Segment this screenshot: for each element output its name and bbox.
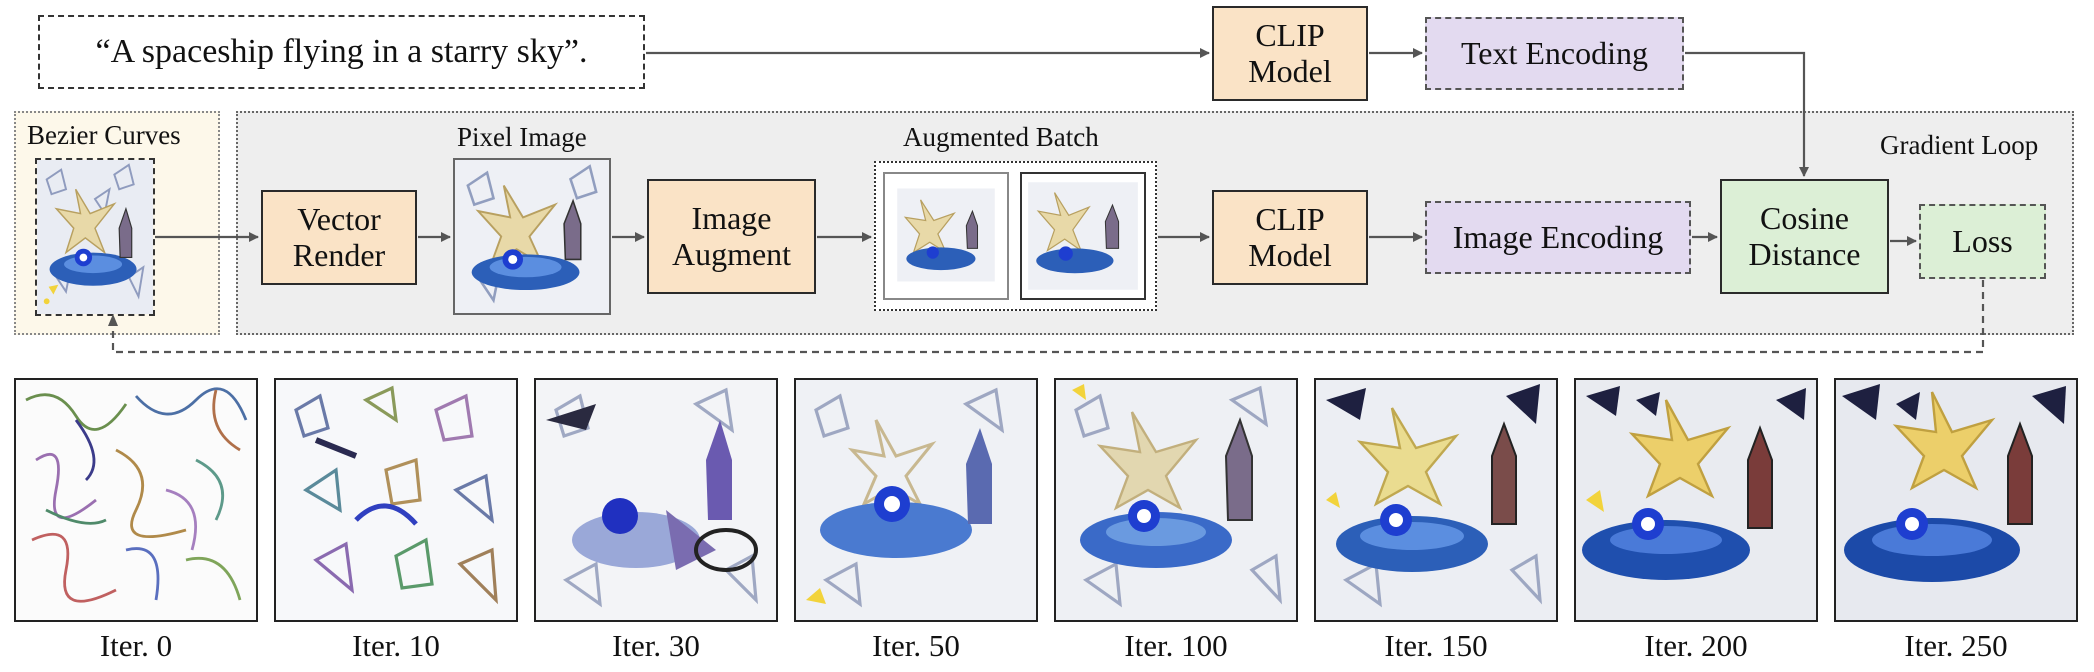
text-encoding-node: Text Encoding (1425, 17, 1684, 90)
iteration-image-100 (1054, 378, 1298, 622)
bezier-curves-label: Bezier Curves (27, 120, 181, 150)
pixel-image-label: Pixel Image (457, 122, 587, 152)
gradient-loop-label: Gradient Loop (1880, 130, 2039, 160)
iteration-image-50 (794, 378, 1038, 622)
bezier-curves-image (35, 158, 155, 316)
iteration-caption: Iter. 50 (872, 628, 960, 663)
vector-render-node: Vector Render (261, 190, 417, 285)
iteration-image-150 (1314, 378, 1558, 622)
loss-node: Loss (1919, 204, 2046, 279)
iteration-image-250 (1834, 378, 2078, 622)
iteration-caption: Iter. 150 (1384, 628, 1488, 663)
augmented-image-2 (1020, 172, 1146, 300)
iteration-image-10 (274, 378, 518, 622)
iteration-caption: Iter. 250 (1904, 628, 2008, 663)
pixel-image (453, 158, 611, 315)
iteration-caption: Iter. 0 (99, 628, 173, 663)
iteration-image-30 (534, 378, 778, 622)
iteration-image-0 (14, 378, 258, 622)
iteration-caption: Iter. 30 (612, 628, 700, 663)
augmented-image-1 (883, 172, 1009, 300)
augmented-batch-label: Augmented Batch (903, 122, 1099, 152)
cosine-distance-node: Cosine Distance (1720, 179, 1889, 294)
iteration-caption: Iter. 100 (1124, 628, 1228, 663)
image-augment-node: Image Augment (647, 179, 816, 294)
clip-model-top: CLIP Model (1212, 6, 1368, 101)
text-prompt: “A spaceship flying in a starry sky”. (38, 15, 645, 89)
iteration-image-200 (1574, 378, 1818, 622)
image-encoding-node: Image Encoding (1425, 201, 1691, 274)
iteration-caption: Iter. 10 (352, 628, 440, 663)
iteration-caption: Iter. 200 (1644, 628, 1748, 663)
clip-model-mid: CLIP Model (1212, 190, 1368, 285)
